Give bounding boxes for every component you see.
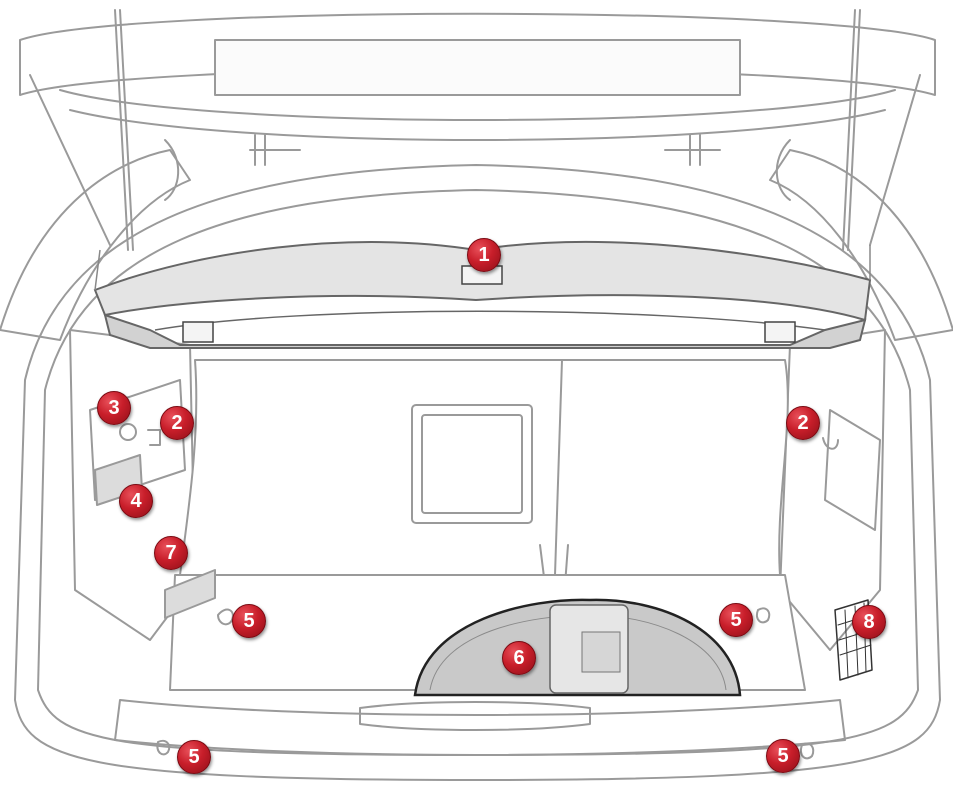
boot-release-handle [359,701,591,731]
tailgate-window [214,39,741,96]
callout-2-right: 2 [786,406,820,440]
right-gas-strut [847,9,861,251]
shelf-clip-right [764,321,796,343]
callout-6: 6 [502,641,536,675]
bag-hook-right [822,437,839,450]
callout-5-sill-left: 5 [177,740,211,774]
callout-7: 7 [154,536,188,570]
lashing-ring-sill-left [156,739,171,756]
warning-label [164,569,216,619]
seat-hatch [411,404,533,524]
callout-8: 8 [852,605,886,639]
right-pillar [769,149,953,341]
callout-5-floor-right: 5 [719,603,753,637]
callout-5-floor-left: 5 [232,604,266,638]
storage-net [834,599,873,681]
light-left [119,423,137,441]
lashing-ring-floor-right [756,607,771,624]
left-pillar [0,149,191,341]
spare-wheel-compartment [413,598,742,697]
bag-hook-left [147,429,161,446]
shelf-clip-left [182,321,214,343]
callout-5-sill-right: 5 [766,739,800,773]
left-gas-strut [114,9,129,251]
callout-2-left: 2 [160,406,194,440]
loading-sill [114,699,846,756]
rear-seat-backrest [179,359,789,576]
callout-4: 4 [119,484,153,518]
parcel-shelf [93,240,872,349]
lashing-ring-sill-right [800,742,815,760]
callout-3: 3 [97,391,131,425]
right-side-trim [779,329,886,651]
callout-1: 1 [467,238,501,272]
